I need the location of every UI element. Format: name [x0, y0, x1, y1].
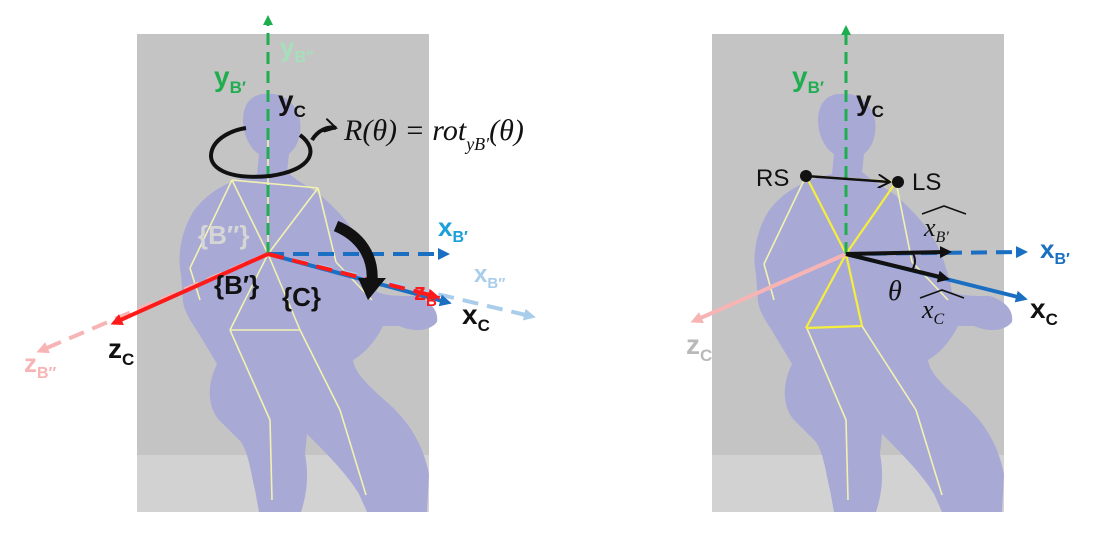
label-frame-b-double-prime: {B′′}: [198, 220, 249, 250]
left-panel: yB′′ yB′ yC R(θ) = rotyB′(θ) {B′′} {B′} …: [24, 15, 536, 512]
z-b-prime-axis: [267, 252, 440, 301]
label-y-c-right: yC: [856, 85, 884, 121]
label-x-b-prime-left: xB′: [438, 212, 468, 246]
label-rs: RS: [756, 165, 789, 192]
rs-joint: [800, 170, 812, 182]
label-x-c-right: xC: [1030, 293, 1058, 329]
ls-joint: [892, 176, 904, 188]
xhat-b-prime-vector: [845, 246, 952, 259]
rotation-arc-head: [310, 128, 336, 142]
rotation-arc: [209, 126, 313, 179]
rotation-direction-arrow-head: [358, 278, 386, 300]
label-ls: LS: [912, 169, 941, 196]
right-panel: yB′ yC RS LS xB′ xB′ θ xC xC zC: [686, 25, 1070, 512]
label-z-c-left: zC: [108, 333, 134, 369]
label-xhat-b-prime: xB′: [923, 213, 949, 246]
label-theta: θ: [888, 276, 902, 307]
shoulder-vector: [805, 176, 890, 182]
hat-c: [919, 289, 965, 299]
label-xhat-c: xC: [921, 295, 945, 328]
z-c-axis-right: [690, 252, 847, 324]
z-c-axis: [110, 252, 269, 326]
label-z-b-double-prime: zB′′: [24, 348, 56, 382]
label-x-c-left: xC: [462, 299, 490, 335]
label-frame-c: {C}: [282, 282, 321, 312]
theta-arc: [911, 251, 916, 271]
right-skeleton: [763, 175, 949, 501]
label-y-b-double-prime: yB′′: [280, 32, 314, 66]
label-z-b-prime: zB′: [414, 279, 441, 310]
x-b-double-prime-axis: [267, 252, 536, 321]
label-y-c-left: yC: [278, 85, 306, 121]
label-frame-b-prime: {B′}: [214, 270, 259, 300]
xhat-c-vector: [845, 252, 950, 283]
rotation-formula: R(θ) = rotyB′(θ): [343, 114, 524, 154]
label-y-b-prime-right: yB′: [792, 61, 824, 97]
hat-b-prime: [921, 205, 967, 215]
label-y-b-prime-left: yB′: [214, 61, 246, 97]
label-z-c-right: zC: [686, 329, 712, 365]
rotation-direction-arrow: [333, 220, 378, 283]
label-x-b-prime-right: xB′: [1040, 234, 1070, 268]
label-x-b-double-prime: xB′′: [474, 261, 506, 292]
